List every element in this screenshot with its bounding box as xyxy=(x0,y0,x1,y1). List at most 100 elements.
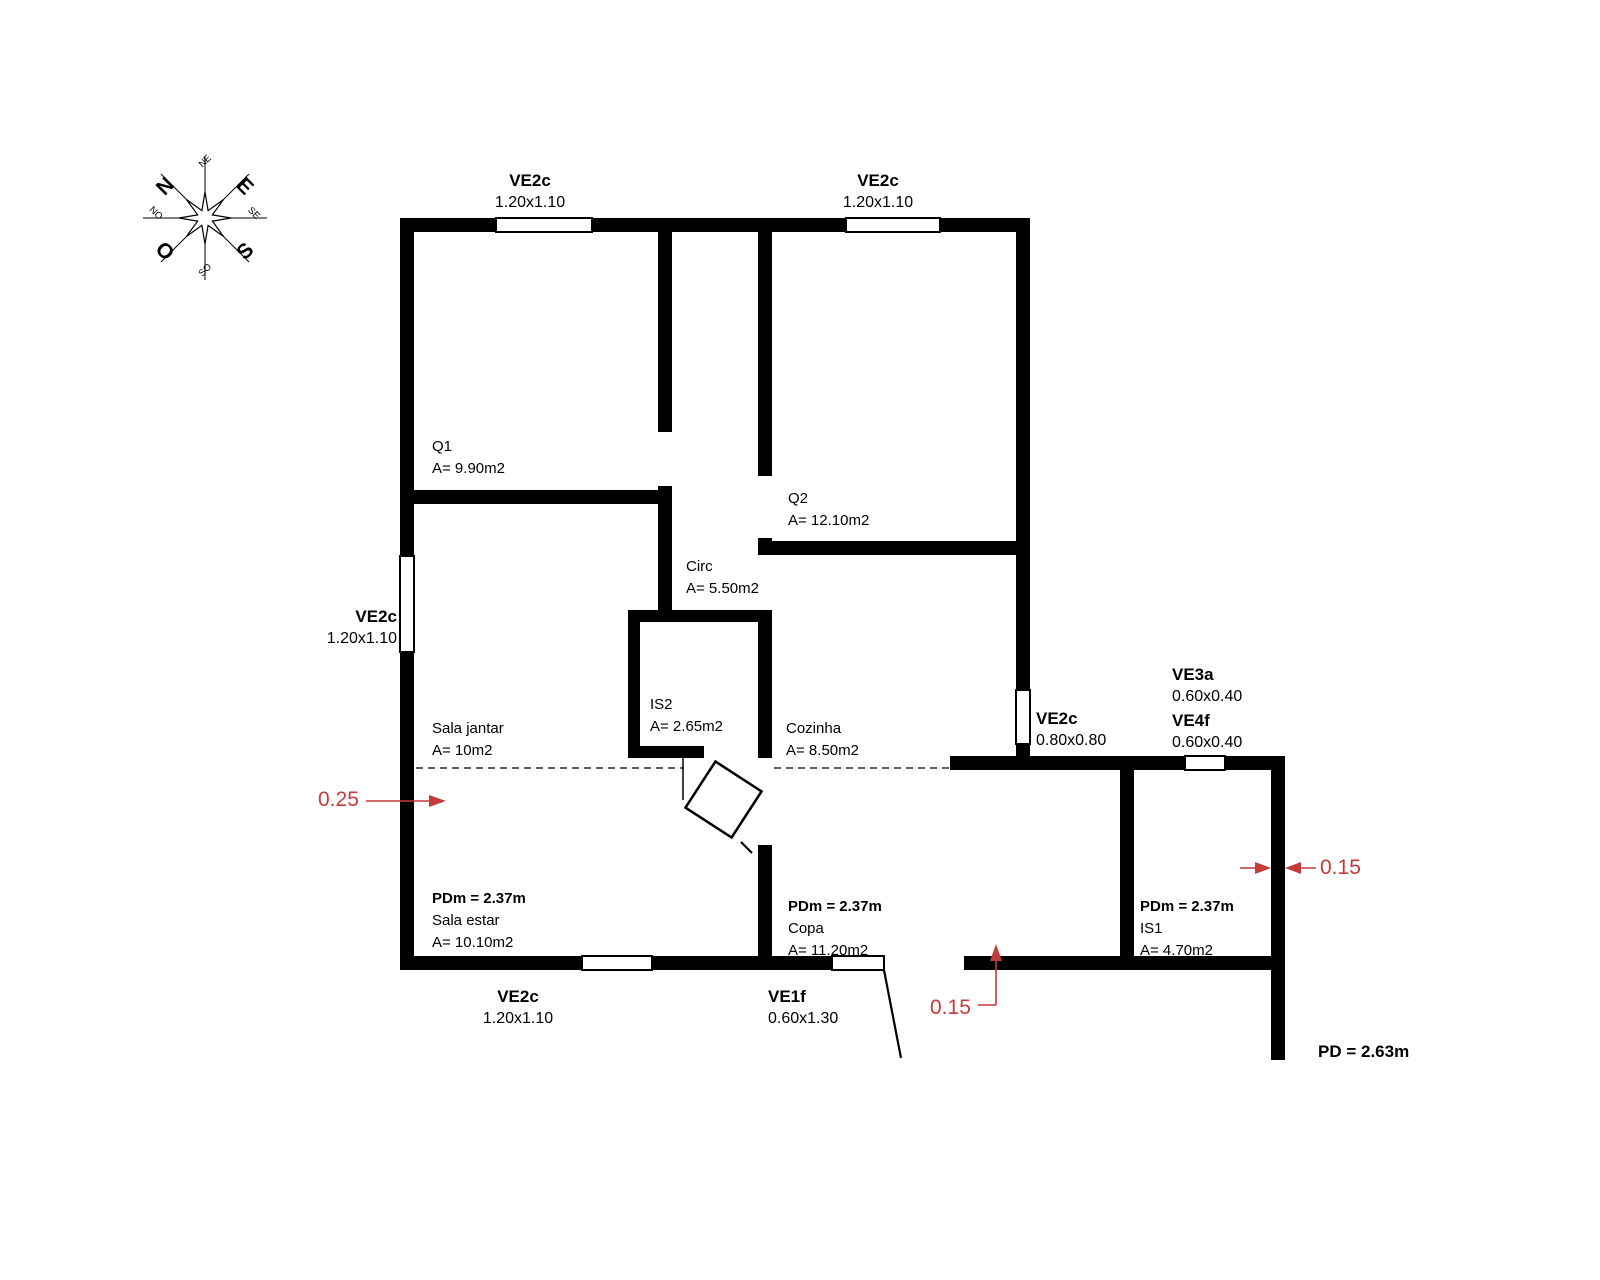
wall-q2-bottom xyxy=(772,541,1016,555)
room-ceiling-height: PDm = 2.37m xyxy=(788,898,882,915)
room-name: IS1 xyxy=(1140,920,1163,937)
wall-circ-left-a xyxy=(658,218,672,432)
wall-annex-top-b xyxy=(1225,756,1285,770)
compass-label-s: S xyxy=(232,238,258,264)
wall-left-a xyxy=(400,218,414,556)
wall-annex-top-a xyxy=(1030,756,1185,770)
opening-code: VE2c xyxy=(355,607,397,626)
walls xyxy=(400,218,1285,1060)
opening-label-ve3a: VE3a 0.60x0.40 xyxy=(1172,664,1242,708)
room-name: Sala estar xyxy=(432,912,500,929)
wall-middle-c xyxy=(758,612,772,758)
opening-code: VE4f xyxy=(1172,711,1210,730)
opening-label-ve1f: VE1f 0.60x1.30 xyxy=(768,986,838,1030)
wall-top-a xyxy=(400,218,496,232)
compass-label-e: E xyxy=(232,173,258,199)
room-area: A= 10m2 xyxy=(432,742,493,759)
opening-size: 0.60x0.40 xyxy=(1172,734,1243,751)
room-label-is2: IS2 A= 2.65m2 xyxy=(650,694,723,738)
dimension-wall-left: 0.25 xyxy=(318,788,359,811)
room-name: Q1 xyxy=(432,438,453,455)
room-label-copa: PDm = 2.37m Copa A= 11.20m2 xyxy=(788,896,882,962)
opening-code: VE2c xyxy=(1036,709,1078,728)
room-area: A= 10.10m2 xyxy=(432,934,514,951)
wall-bottom-b xyxy=(652,956,772,970)
compass-label-se: SE xyxy=(245,205,262,222)
doors xyxy=(682,758,903,1059)
wall-circ-left-b xyxy=(658,486,672,610)
wall-left-b xyxy=(400,652,414,970)
room-area: A= 4.70m2 xyxy=(1140,942,1213,959)
dim-left-arrow xyxy=(429,795,446,807)
room-area: A= 12.10m2 xyxy=(788,512,870,529)
opening-size: 1.20x1.10 xyxy=(842,194,914,211)
wall-copa-bottom-a xyxy=(772,956,832,970)
wall-is1-bottom xyxy=(1120,956,1285,970)
dim-bottom-arrow xyxy=(990,944,1002,961)
wall-right-a xyxy=(1016,218,1030,690)
room-name: Cozinha xyxy=(786,720,842,737)
door-leaf-exterior xyxy=(882,969,903,1059)
compass-label-no: NO xyxy=(147,204,165,222)
dim-right-arrow-left xyxy=(1255,862,1271,874)
opening-code: VE2c xyxy=(857,171,899,190)
opening-label-ve2c-bottom: VE2c 1.20x1.10 xyxy=(448,986,588,1030)
opening-size: 1.20x1.10 xyxy=(482,1010,554,1027)
opening-label-ve2c-left: VE2c 1.20x1.10 xyxy=(280,606,397,650)
wall-is2-left xyxy=(628,610,640,758)
compass-label-ne: NE xyxy=(197,153,214,170)
compass-label-o: O xyxy=(151,237,179,265)
wall-is1-left xyxy=(1120,770,1134,970)
opening-size: 0.60x0.40 xyxy=(1172,688,1243,705)
wall-right-b xyxy=(1016,744,1030,770)
room-label-sala-jantar: Sala jantar A= 10m2 xyxy=(432,718,504,762)
dim-right-arrow-right xyxy=(1285,862,1301,874)
window-ve2c-left xyxy=(399,555,415,653)
opening-size: 1.20x1.10 xyxy=(326,630,397,647)
door-leaf-interior xyxy=(683,759,764,840)
dimension-graphics xyxy=(366,795,1316,1006)
wall-annex-right xyxy=(1271,756,1285,1060)
window-ve2c-top-left xyxy=(495,217,593,233)
wall-cozinha-stub xyxy=(950,756,1016,770)
room-label-sala-estar: PDm = 2.37m Sala estar A= 10.10m2 xyxy=(432,888,526,954)
room-label-cozinha: Cozinha A= 8.50m2 xyxy=(786,718,859,762)
window-ve1f xyxy=(831,955,885,971)
room-label-circ: Circ A= 5.50m2 xyxy=(686,556,759,600)
opening-label-ve2c-small: VE2c 0.80x0.80 xyxy=(1036,708,1106,752)
opening-label-ve4f: VE4f 0.60x0.40 xyxy=(1172,710,1242,754)
compass-label-n: N xyxy=(152,173,179,200)
opening-size: 0.60x1.30 xyxy=(768,1010,839,1027)
room-name: Copa xyxy=(788,920,824,937)
dimension-wall-bottom: 0.15 xyxy=(930,996,971,1019)
window-ve2c-bottom xyxy=(581,955,653,971)
window-ve2c-small xyxy=(1015,689,1031,745)
opening-size: 0.80x0.80 xyxy=(1036,732,1107,749)
room-ceiling-height: PDm = 2.37m xyxy=(432,890,526,907)
window-ve2c-top-right xyxy=(845,217,941,233)
room-area: A= 5.50m2 xyxy=(686,580,759,597)
room-name: Circ xyxy=(686,558,713,575)
room-label-q2: Q2 A= 12.10m2 xyxy=(788,488,869,532)
room-area: A= 2.65m2 xyxy=(650,718,723,735)
opening-label-ve2c-top-left: VE2c 1.20x1.10 xyxy=(460,170,600,214)
wall-is2-top xyxy=(628,610,772,622)
room-area: A= 11.20m2 xyxy=(788,942,869,959)
room-name: Q2 xyxy=(788,490,809,507)
wall-middle-a xyxy=(758,218,772,476)
wall-top-c xyxy=(940,218,1030,232)
opening-code: VE1f xyxy=(768,987,806,1006)
wall-middle-b xyxy=(758,538,772,555)
compass-star xyxy=(178,191,232,245)
door-hinge-stub xyxy=(740,841,753,854)
wall-is2-bottom xyxy=(628,746,704,758)
room-name: Sala jantar xyxy=(432,720,504,737)
opening-size: 1.20x1.10 xyxy=(494,194,566,211)
opening-label-ve2c-top-right: VE2c 1.20x1.10 xyxy=(808,170,948,214)
room-label-is1: PDm = 2.37m IS1 A= 4.70m2 xyxy=(1140,896,1234,962)
window-ve3a-ve4f xyxy=(1184,755,1226,771)
dimension-wall-right: 0.15 xyxy=(1320,856,1361,879)
compass-rose: N E S O NE SE SO NO xyxy=(143,153,267,280)
